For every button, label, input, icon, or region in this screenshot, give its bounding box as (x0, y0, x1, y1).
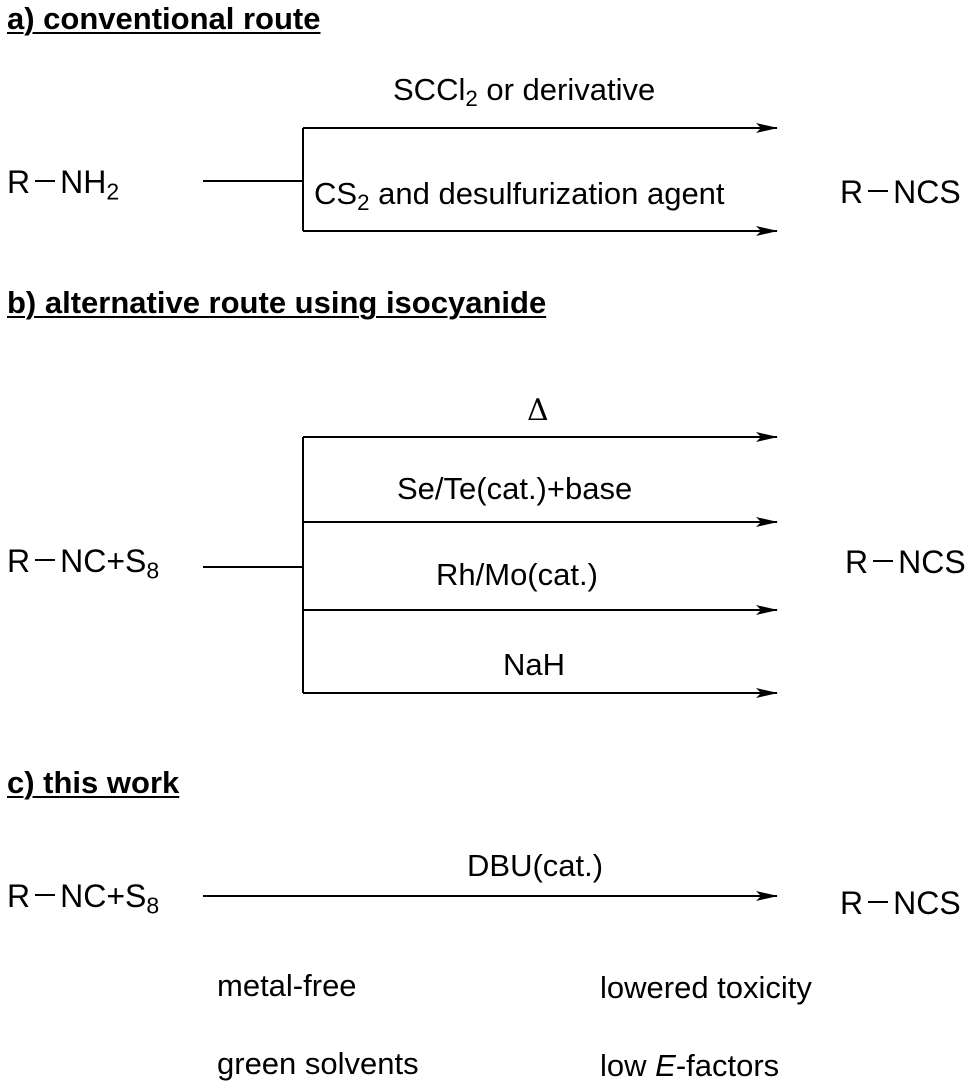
bond-line (868, 190, 889, 193)
condition-c-dbu: DBU(cat.) (467, 848, 604, 883)
bond-line (35, 180, 56, 183)
bond-line (35, 559, 56, 562)
feature-metal-free: metal-free (217, 968, 357, 1003)
heading-c: c) this work (7, 765, 180, 800)
condition-a-top: SCCl2 or derivative (393, 72, 656, 112)
condition-b-rh-mo: Rh/Mo(cat.) (436, 557, 598, 592)
bond-line (868, 901, 889, 904)
condition-b-heat: Δ (527, 393, 549, 428)
heading-b: b) alternative route using isocyanide (7, 285, 547, 320)
heading-a: a) conventional route (7, 1, 321, 36)
feature-low-e-factors: low E-factors (600, 1048, 780, 1083)
condition-a-bottom: CS2 and desulfurization agent (314, 176, 725, 216)
feature-green-solvents: green solvents (217, 1046, 419, 1081)
condition-b-nah: NaH (503, 647, 566, 682)
feature-lowered-toxicity: lowered toxicity (600, 970, 812, 1005)
bond-line (873, 560, 894, 563)
condition-b-se-te: Se/Te(cat.)+base (397, 471, 633, 506)
bond-line (35, 894, 56, 897)
